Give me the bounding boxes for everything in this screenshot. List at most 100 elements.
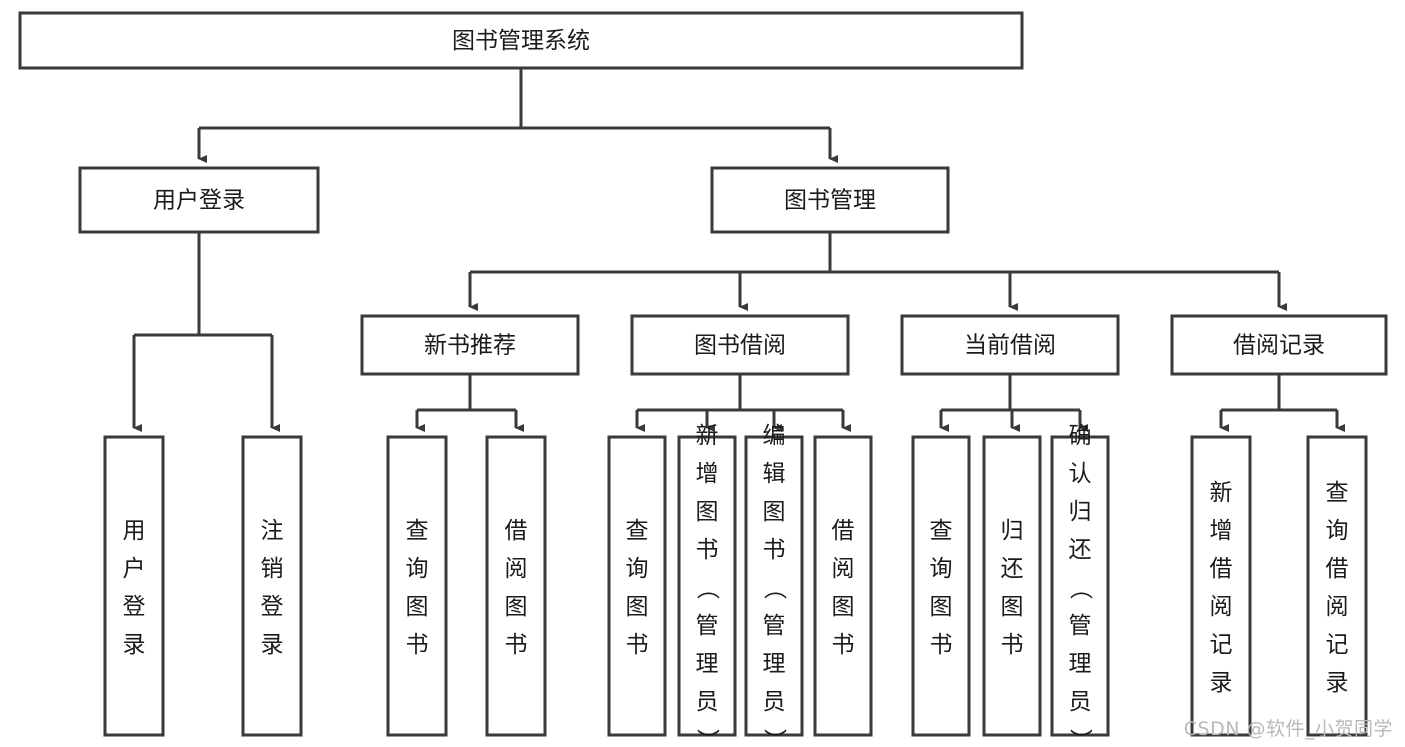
svg-text:增: 增 bbox=[696, 461, 719, 487]
svg-text:新: 新 bbox=[696, 423, 719, 449]
svg-text:阅: 阅 bbox=[1326, 594, 1349, 620]
leaf-leaf-return-book[interactable] bbox=[982, 435, 1042, 737]
svg-text:（: （ bbox=[761, 577, 787, 600]
leaf-leaf-query-book-nbr[interactable] bbox=[386, 435, 448, 737]
svg-text:录: 录 bbox=[261, 632, 284, 658]
svg-text:借: 借 bbox=[1210, 556, 1233, 582]
svg-text:）: ） bbox=[694, 729, 720, 747]
svg-text:查: 查 bbox=[1326, 480, 1349, 506]
leaf-leaf-edit-book-admin[interactable] bbox=[744, 435, 804, 737]
svg-text:管: 管 bbox=[763, 613, 786, 639]
node-root-label: 图书管理系统 bbox=[452, 28, 590, 54]
svg-text:注: 注 bbox=[261, 518, 284, 544]
svg-text:）: ） bbox=[1067, 729, 1093, 747]
svg-text:管: 管 bbox=[696, 613, 719, 639]
svg-text:询: 询 bbox=[930, 556, 953, 582]
svg-text:还: 还 bbox=[1069, 537, 1092, 563]
svg-text:（: （ bbox=[1067, 577, 1093, 600]
svg-text:辑: 辑 bbox=[763, 461, 786, 487]
svg-text:询: 询 bbox=[626, 556, 649, 582]
node-book-borrow[interactable] bbox=[630, 314, 850, 376]
svg-text:图: 图 bbox=[1001, 594, 1024, 620]
leaf-leaf-query-book-bb[interactable] bbox=[607, 435, 667, 737]
svg-text:书: 书 bbox=[626, 632, 649, 658]
svg-text:管: 管 bbox=[1069, 613, 1092, 639]
svg-text:书: 书 bbox=[505, 632, 528, 658]
node-new-book-recommend[interactable] bbox=[360, 314, 580, 376]
svg-text:借: 借 bbox=[1326, 556, 1349, 582]
node-root[interactable] bbox=[18, 11, 1024, 70]
node-new-book-recommend-label: 新书推荐 bbox=[424, 333, 516, 359]
node-user-login-label: 用户登录 bbox=[153, 188, 245, 214]
leaf-leaf-borrow-book-nbr[interactable] bbox=[485, 435, 547, 737]
svg-text:员: 员 bbox=[1069, 689, 1092, 715]
svg-text:确: 确 bbox=[1069, 423, 1092, 449]
svg-text:员: 员 bbox=[696, 689, 719, 715]
svg-text:查: 查 bbox=[626, 518, 649, 544]
svg-text:书: 书 bbox=[763, 537, 786, 563]
node-book-manage-label: 图书管理 bbox=[784, 188, 876, 214]
svg-text:阅: 阅 bbox=[832, 556, 855, 582]
svg-text:书: 书 bbox=[1001, 632, 1024, 658]
node-borrow-record[interactable] bbox=[1170, 314, 1388, 376]
svg-text:）: ） bbox=[761, 729, 787, 747]
svg-text:记: 记 bbox=[1210, 632, 1233, 658]
svg-text:询: 询 bbox=[406, 556, 429, 582]
svg-text:理: 理 bbox=[1069, 651, 1092, 677]
svg-text:新: 新 bbox=[1210, 480, 1233, 506]
leaf-leaf-user-login[interactable] bbox=[103, 435, 165, 737]
svg-text:户: 户 bbox=[123, 556, 146, 582]
svg-text:图: 图 bbox=[505, 594, 528, 620]
svg-text:员: 员 bbox=[763, 689, 786, 715]
svg-text:图: 图 bbox=[832, 594, 855, 620]
svg-text:查: 查 bbox=[406, 518, 429, 544]
svg-text:录: 录 bbox=[123, 632, 146, 658]
leaf-leaf-user-login-label: 用户登录 bbox=[123, 518, 146, 658]
leaf-leaf-query-book-cb[interactable] bbox=[911, 435, 971, 737]
svg-text:书: 书 bbox=[696, 537, 719, 563]
leaf-leaf-add-book-admin[interactable] bbox=[677, 435, 737, 737]
svg-text:增: 增 bbox=[1210, 518, 1233, 544]
node-current-borrow[interactable] bbox=[900, 314, 1120, 376]
node-current-borrow-label: 当前借阅 bbox=[964, 333, 1056, 359]
svg-text:认: 认 bbox=[1069, 461, 1092, 487]
svg-text:归: 归 bbox=[1069, 499, 1092, 525]
leaf-leaf-query-borrow-rec[interactable] bbox=[1306, 435, 1368, 737]
leaf-leaf-add-borrow-rec[interactable] bbox=[1190, 435, 1252, 737]
leaf-leaf-borrow-book-bb[interactable] bbox=[813, 435, 873, 737]
svg-text:录: 录 bbox=[1326, 670, 1349, 696]
node-layer: 图书管理系统用户登录图书管理新书推荐图书借阅当前借阅借阅记录用户登录注销登录查询… bbox=[18, 11, 1388, 747]
svg-text:销: 销 bbox=[261, 556, 284, 582]
svg-text:图: 图 bbox=[763, 499, 786, 525]
leaf-leaf-confirm-return[interactable] bbox=[1050, 435, 1110, 737]
leaf-leaf-user-logout[interactable] bbox=[241, 435, 303, 737]
svg-text:书: 书 bbox=[832, 632, 855, 658]
svg-text:用: 用 bbox=[123, 518, 146, 544]
node-user-login[interactable] bbox=[78, 166, 320, 234]
svg-text:询: 询 bbox=[1326, 518, 1349, 544]
svg-text:归: 归 bbox=[1001, 518, 1024, 544]
svg-text:还: 还 bbox=[1001, 556, 1024, 582]
node-borrow-record-label: 借阅记录 bbox=[1233, 333, 1325, 359]
svg-text:图: 图 bbox=[626, 594, 649, 620]
svg-text:阅: 阅 bbox=[505, 556, 528, 582]
svg-text:理: 理 bbox=[696, 651, 719, 677]
svg-text:登: 登 bbox=[261, 594, 284, 620]
node-book-manage[interactable] bbox=[710, 166, 950, 234]
node-book-borrow-label: 图书借阅 bbox=[694, 333, 786, 359]
svg-text:（: （ bbox=[694, 577, 720, 600]
svg-text:书: 书 bbox=[406, 632, 429, 658]
svg-text:阅: 阅 bbox=[1210, 594, 1233, 620]
